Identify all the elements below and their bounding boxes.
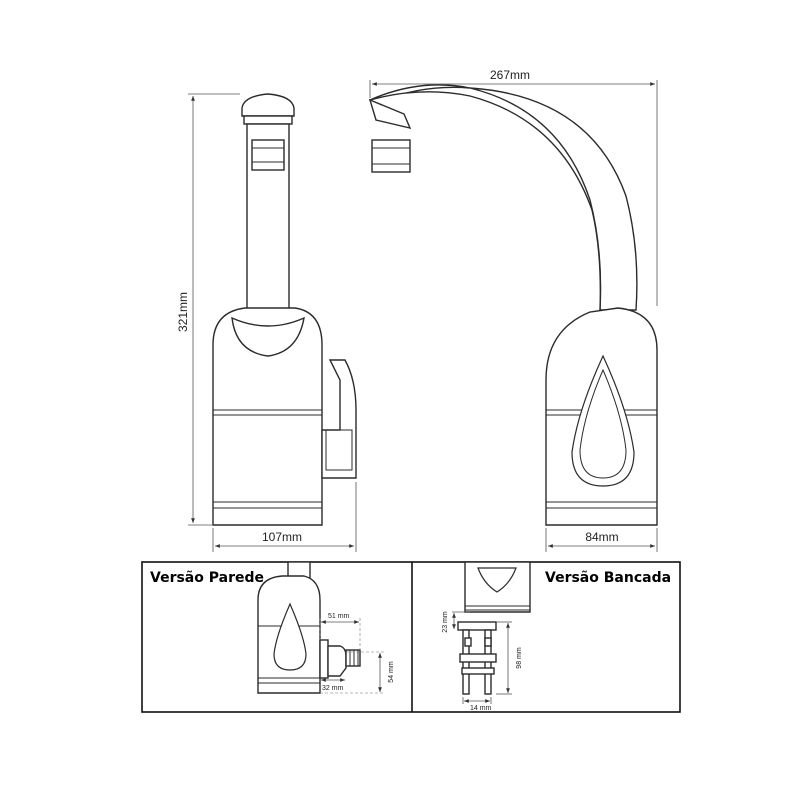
wall-dim-51: 51 mm (328, 613, 350, 620)
reach-dimension: 267mm (369, 68, 658, 306)
side-view-faucet (212, 93, 357, 526)
wall-version-panel: Versão Parede 51 mm 32 mm 54 mm (150, 561, 395, 694)
side-width-label: 107mm (262, 530, 302, 544)
bench-version-title: Versão Bancada (545, 570, 671, 586)
panels-frame (141, 561, 681, 713)
height-dimension: 321mm (176, 93, 240, 526)
side-width-dimension: 107mm (212, 482, 357, 552)
wall-dim-32: 32 mm (322, 685, 344, 692)
bench-version-panel: Versão Bancada 23 mm 98 mm 14 mm (442, 561, 671, 712)
height-label: 321mm (176, 292, 190, 332)
base-depth-dimension: 84mm (545, 528, 658, 552)
bench-dim-98: 98 mm (516, 647, 523, 669)
wall-dim-54: 54 mm (388, 661, 395, 683)
bench-dim-23: 23 mm (442, 611, 449, 633)
wall-version-title: Versão Parede (150, 570, 264, 586)
base-depth-label: 84mm (585, 530, 618, 544)
bench-dim-14: 14 mm (470, 705, 492, 712)
reach-label: 267mm (490, 68, 530, 82)
front-view-faucet (368, 84, 658, 526)
